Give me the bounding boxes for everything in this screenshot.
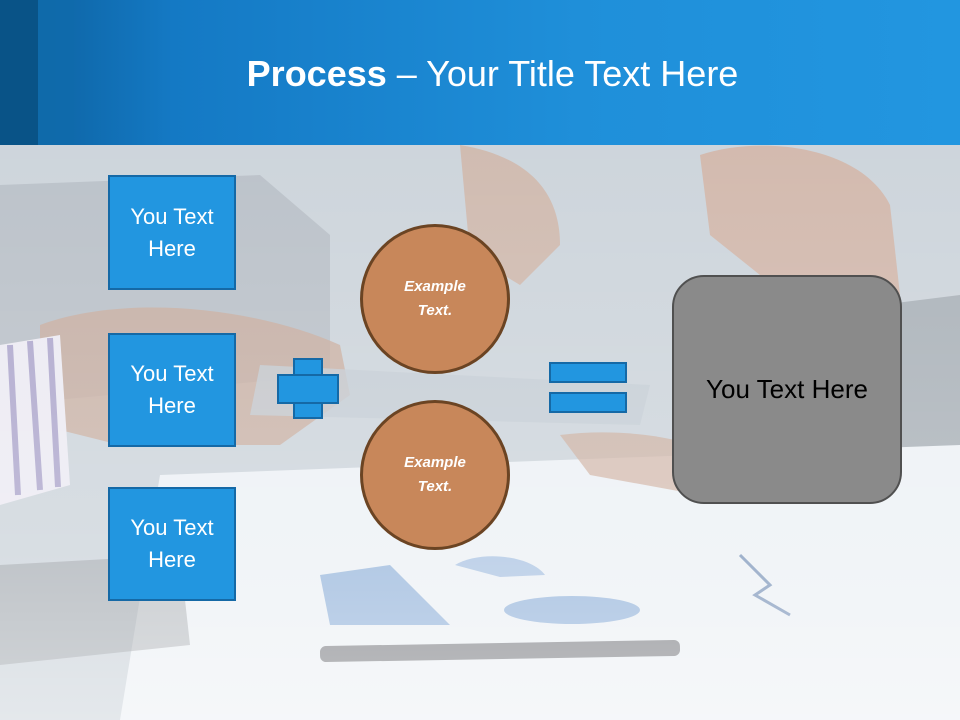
slide-title-rest: – Your Title Text Here bbox=[386, 53, 739, 94]
equals-icon-bottom-bar bbox=[549, 392, 627, 413]
example-circle-1-label: Example Text. bbox=[404, 278, 466, 319]
header-accent-strip-2 bbox=[38, 0, 74, 145]
result-box-label: You Text Here bbox=[706, 374, 868, 404]
input-box-3: You Text Here bbox=[108, 487, 236, 601]
input-box-2-label: You Text Here bbox=[130, 361, 214, 418]
equals-icon-top-bar bbox=[549, 362, 627, 383]
title-header-band: Process – Your Title Text Here bbox=[0, 0, 960, 145]
slide-title: Process – Your Title Text Here bbox=[0, 50, 960, 98]
input-box-1: You Text Here bbox=[108, 175, 236, 290]
plus-icon-center bbox=[295, 376, 321, 402]
input-box-1-label: You Text Here bbox=[130, 203, 214, 261]
example-circle-2-label: Example Text. bbox=[404, 454, 466, 495]
slide-title-bold: Process bbox=[246, 53, 387, 94]
input-box-3-label: You Text Here bbox=[130, 515, 214, 572]
example-circle-2: Example Text. bbox=[360, 400, 510, 550]
input-box-2: You Text Here bbox=[108, 333, 236, 447]
example-circle-1: Example Text. bbox=[360, 224, 510, 374]
header-accent-strip bbox=[0, 0, 38, 145]
result-box: You Text Here bbox=[672, 275, 902, 504]
